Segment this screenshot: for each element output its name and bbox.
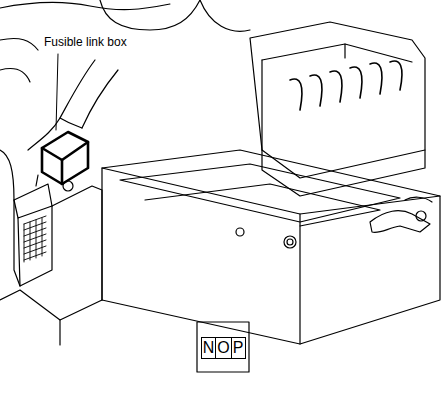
cell-letter: N xyxy=(203,340,215,356)
cell-letter: P xyxy=(233,340,244,356)
fuse-cell: P xyxy=(231,337,246,359)
cell-letter: O xyxy=(217,340,229,356)
fuse-cell: O xyxy=(215,337,232,359)
part-label: Fusible link box xyxy=(44,35,127,49)
